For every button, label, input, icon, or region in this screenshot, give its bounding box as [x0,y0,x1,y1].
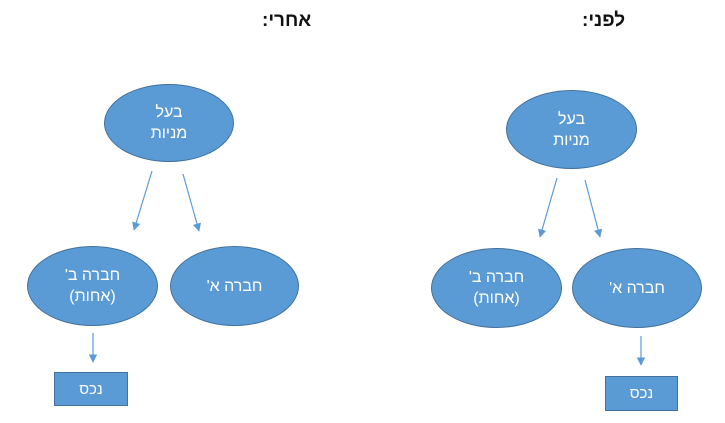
after-company-b-node: חברה ב' (אחות) [27,246,158,326]
before-title: לפני: [582,10,626,31]
before-arrow-owner-to-company-b [538,177,558,238]
before-company-a-label: חברה א' [609,279,665,297]
after-company-a-label: חברה א' [206,277,263,295]
before-owner-node: בעל מניות [506,90,637,169]
before-asset-label: נכס [629,385,654,402]
after-owner-line2: מניות [150,125,188,142]
before-owner-line1: בעל [557,110,586,128]
after-title: אחרי: [262,10,312,31]
before-company-b-line1: חברה ב' [468,269,525,286]
after-asset-node: נכס [54,372,128,406]
after-owner-line1: בעל [155,104,183,121]
after-company-a-node: חברה א' [170,246,299,326]
after-owner-node: בעל מניות [104,84,234,162]
before-company-b-line2: (אחות) [473,290,520,307]
after-arrow-owner-to-company-a [182,173,202,232]
before-asset-node: נכס [605,376,678,411]
after-company-b-line1: חברה ב' [64,267,121,284]
after-asset-label: נכס [79,380,103,398]
after-arrow-owner-to-company-b [132,170,153,231]
before-company-a-node: חברה א' [572,248,702,328]
before-owner-line2: מניות [553,131,590,149]
before-company-b-node: חברה ב' (אחות) [431,248,562,328]
before-arrow-owner-to-company-a [584,179,603,238]
after-company-b-line2: (אחות) [69,288,116,305]
